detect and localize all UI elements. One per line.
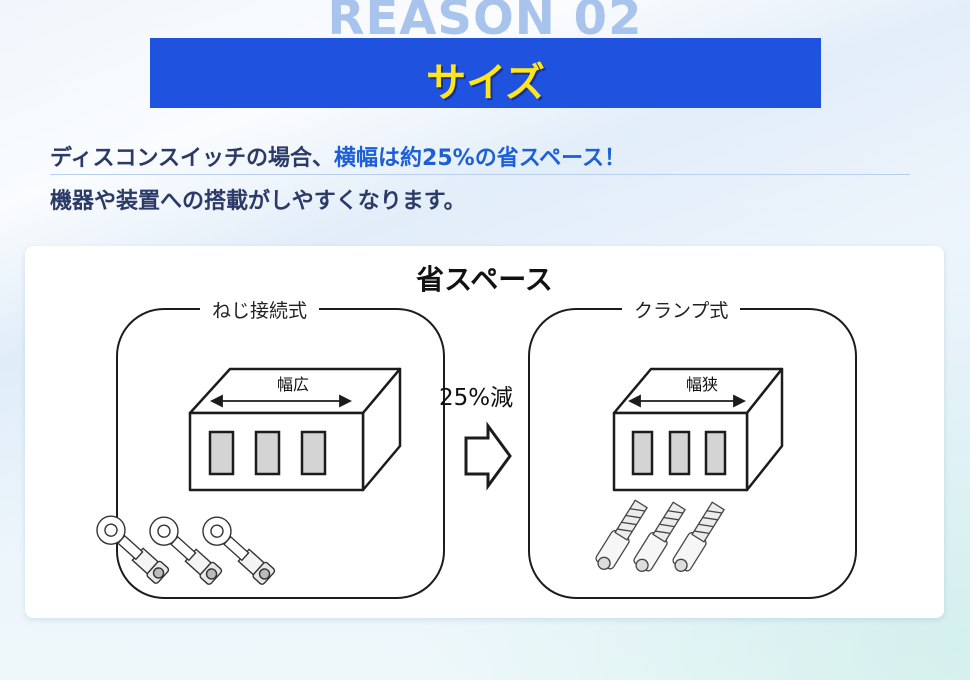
clamp-terminal-panel: クランプ式 — [528, 296, 857, 599]
title-banner: サイズ — [150, 38, 821, 108]
intro-line-1: ディスコンスイッチの場合、横幅は約25%の省スペース！ — [50, 140, 626, 172]
divider — [50, 174, 910, 175]
diagram-title: 省スペース — [416, 263, 553, 296]
intro-line-2: 機器や装置への搭載がしやすくなります。 — [50, 189, 466, 214]
intro-highlight: 横幅は約25%の省スペース！ — [334, 146, 627, 171]
section-title: サイズ — [426, 60, 545, 106]
clamp-terminal-label: クランプ式 — [622, 296, 741, 323]
screw-terminal-panel: ねじ接続式 — [116, 296, 445, 599]
intro-text: ディスコンスイッチの場合、 — [50, 146, 335, 171]
screw-terminal-label: ねじ接続式 — [200, 296, 320, 323]
reduction-label: 25%減 — [439, 385, 514, 411]
